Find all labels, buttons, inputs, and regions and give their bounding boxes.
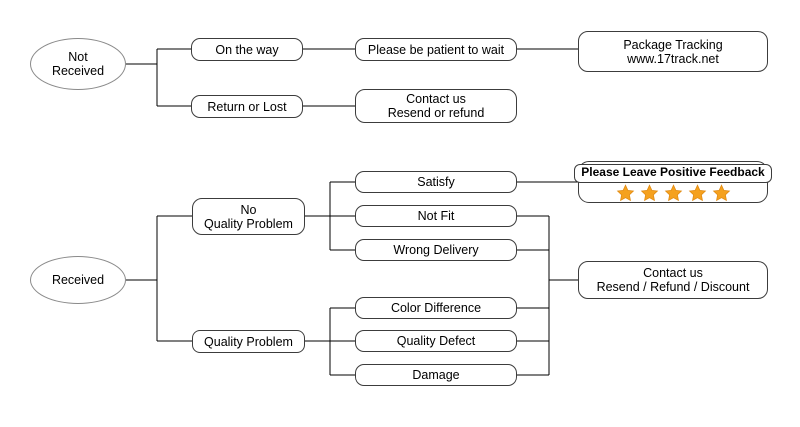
star-icon (664, 184, 682, 201)
node-no-quality-problem[interactable]: No Quality Problem (192, 198, 305, 235)
node-return-or-lost[interactable]: Return or Lost (191, 95, 303, 118)
node-quality-defect[interactable]: Quality Defect (355, 330, 517, 352)
node-not-fit[interactable]: Not Fit (355, 205, 517, 227)
node-wrong-delivery[interactable]: Wrong Delivery (355, 239, 517, 261)
node-positive-feedback[interactable]: Please Leave Positive Feedback (574, 161, 772, 203)
feedback-text: Please Leave Positive Feedback (574, 164, 772, 183)
node-satisfy[interactable]: Satisfy (355, 171, 517, 193)
star-icon (712, 184, 730, 201)
node-contact-us-resend-refund-discount[interactable]: Contact us Resend / Refund / Discount (578, 261, 768, 299)
node-quality-problem[interactable]: Quality Problem (192, 330, 305, 353)
star-icon (616, 184, 634, 201)
node-color-difference[interactable]: Color Difference (355, 297, 517, 319)
star-icon (688, 184, 706, 201)
star-icon (640, 184, 658, 201)
node-not-received[interactable]: Not Received (30, 38, 126, 90)
node-package-tracking[interactable]: Package Tracking www.17track.net (578, 31, 768, 72)
node-on-the-way[interactable]: On the way (191, 38, 303, 61)
node-received[interactable]: Received (30, 256, 126, 304)
node-damage[interactable]: Damage (355, 364, 517, 386)
node-please-be-patient-to-wait[interactable]: Please be patient to wait (355, 38, 517, 61)
star-rating[interactable] (616, 184, 731, 202)
node-contact-us-resend-or-refund[interactable]: Contact us Resend or refund (355, 89, 517, 123)
